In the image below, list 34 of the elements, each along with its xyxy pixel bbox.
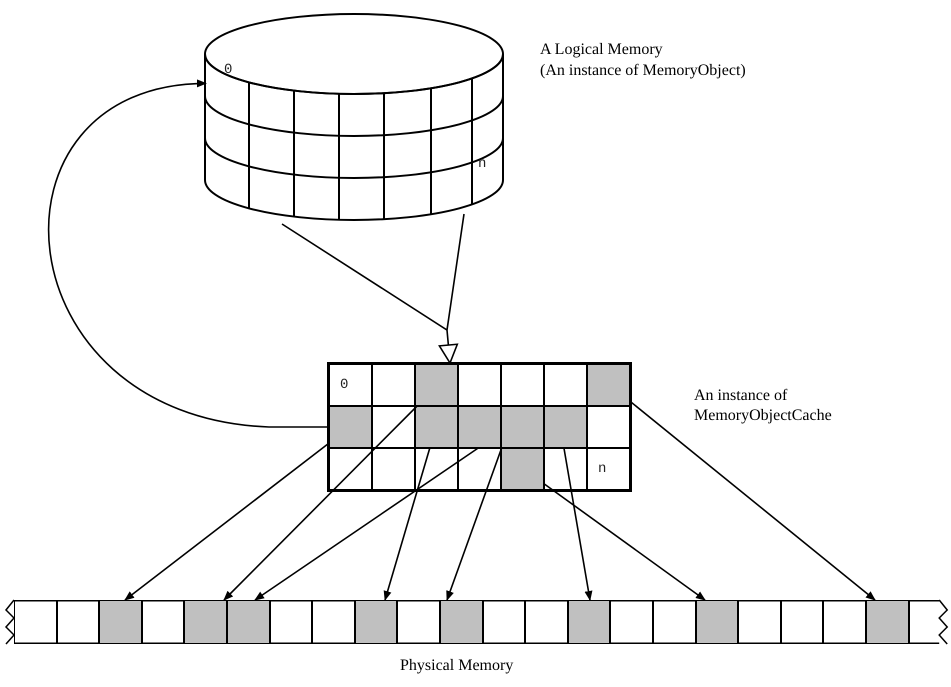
- memory-cell: [329, 364, 630, 490]
- memory-cell: [415, 406, 458, 448]
- arrow: [544, 483, 706, 601]
- memory-cell: [696, 600, 738, 644]
- memory-cell: [227, 600, 270, 644]
- cache-arrow: [282, 213, 465, 364]
- memory-cell: [440, 600, 483, 644]
- node-label: (An instance of MemoryObject): [540, 61, 747, 81]
- arrow: [49, 80, 329, 428]
- arrow: [254, 447, 479, 601]
- memory-cell: [544, 406, 587, 448]
- memory-cell: [568, 600, 610, 644]
- memory-cell: [184, 600, 227, 644]
- memory-cell: [866, 600, 909, 644]
- node-label: A Logical Memory: [540, 40, 664, 60]
- memory-cell: 0: [329, 364, 372, 406]
- memory-cell: [501, 406, 544, 448]
- memory-cell: n: [587, 448, 630, 490]
- arrow: [446, 448, 502, 601]
- memory-cell: [415, 364, 458, 406]
- memory-cell: [99, 600, 142, 644]
- memory-strip: [4, 600, 948, 644]
- memory-cell: [354, 600, 398, 644]
- node-label: An instance of MemoryObjectCache: [694, 386, 829, 426]
- arrow: [563, 448, 592, 601]
- arrow: [630, 400, 876, 601]
- memory-cell: [587, 364, 630, 406]
- arrow: [223, 405, 418, 601]
- arrow: [384, 448, 431, 601]
- memory-cell: [458, 406, 501, 448]
- arrow: [124, 442, 330, 601]
- node-label: Physical Memory: [400, 656, 514, 676]
- memory-cell: [329, 406, 372, 448]
- memory-cell: [501, 448, 544, 490]
